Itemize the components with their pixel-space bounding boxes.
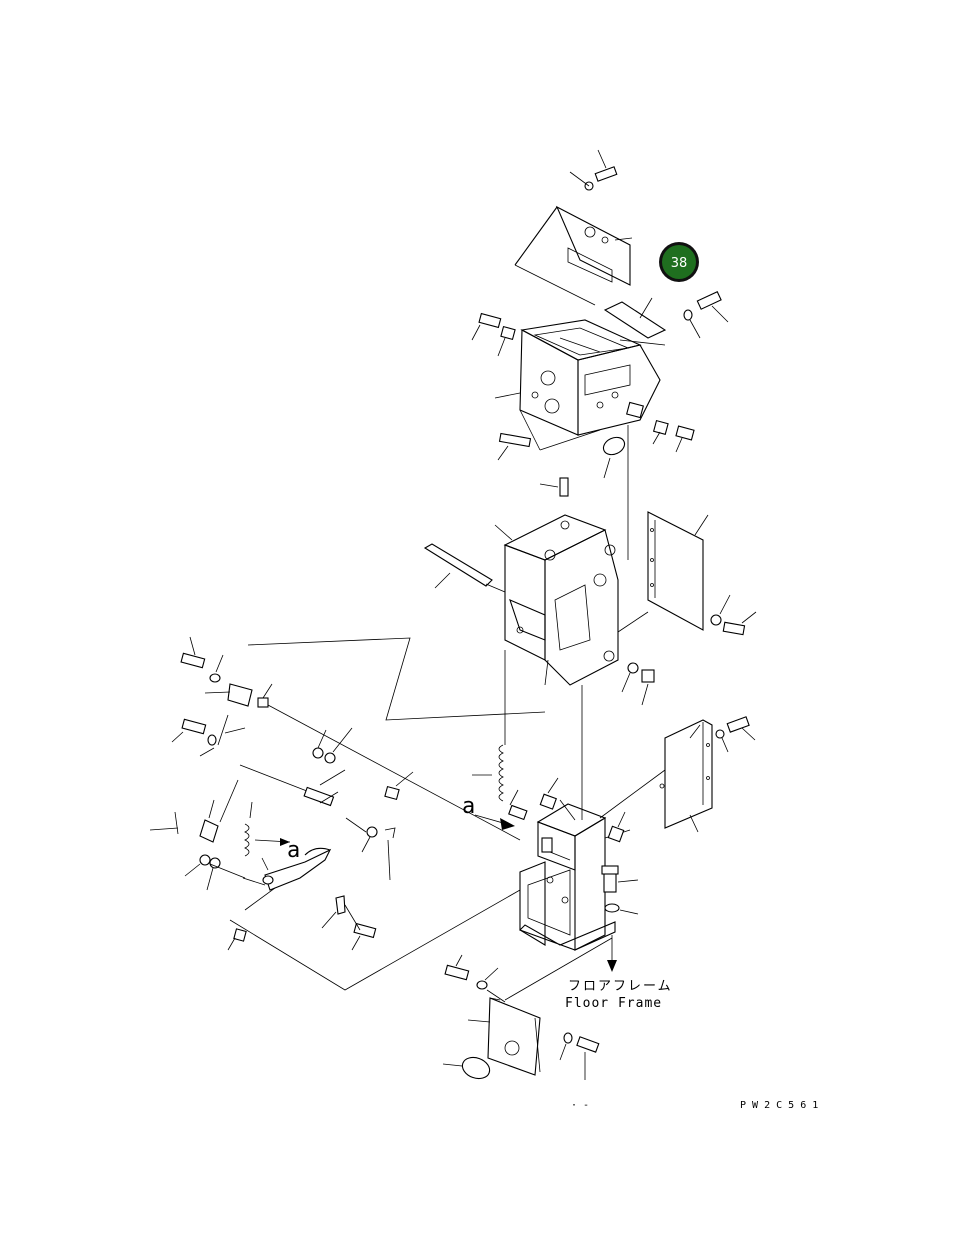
view-mark-left: a: [287, 838, 300, 863]
callout-badge: 38: [659, 242, 699, 282]
washers-low-left: [184, 854, 246, 891]
knob-upper: [602, 425, 629, 560]
top-cover-plate: [514, 205, 633, 306]
clevis-rod: [171, 714, 331, 801]
bottom-plate: [467, 937, 613, 1076]
pin-low-left: [321, 895, 377, 951]
spring-left: [244, 801, 291, 857]
bolt-lower-right: [601, 865, 639, 915]
turnbuckle: [303, 769, 346, 807]
middle-column: [494, 514, 619, 686]
bolt-upper-left: [471, 312, 516, 357]
view-mark-center: a: [462, 794, 475, 819]
floor-arrow: [607, 935, 617, 972]
lower-stand: [519, 799, 631, 951]
side-bracket-right: [617, 511, 709, 633]
upper-housing: [494, 319, 661, 451]
floor-frame-jp: フロアフレーム: [568, 979, 673, 994]
bolt-right-top: [683, 290, 729, 339]
floor-frame-en: Floor Frame: [565, 996, 662, 1011]
stud-upper: [497, 432, 532, 461]
bushing-low-left: [227, 928, 247, 951]
callout-number: 38: [671, 256, 688, 271]
bolt-left-top: [180, 636, 224, 683]
nut-mid: [621, 662, 655, 706]
bolt-top: [569, 149, 618, 191]
bolt-lower-bracket: [715, 716, 756, 753]
nut-left-mid: [345, 817, 396, 881]
pivot-bracket: [149, 779, 239, 843]
leader-lines: [229, 637, 583, 991]
long-shaft: [423, 543, 506, 593]
pins-lower: [508, 777, 626, 843]
footer-dots: · -: [571, 1100, 589, 1111]
spring-vertical: [472, 744, 504, 802]
bolt-bottom-left: [444, 954, 506, 1003]
pedal: [242, 847, 332, 911]
link-bracket: [204, 683, 521, 841]
washer-pair-left: [312, 727, 353, 764]
drawing-code: P W 2 C 5 6 1: [740, 1100, 818, 1111]
pin-top: [539, 477, 569, 497]
bushing-right: [626, 401, 695, 453]
bolt-bottom-right: [559, 1032, 600, 1080]
knob-bottom: [442, 1056, 491, 1080]
callout-fill: [662, 245, 696, 279]
gasket-plate: [603, 297, 667, 346]
side-bracket-lower: [599, 719, 713, 833]
view-arrow-center: [474, 814, 515, 830]
bushing-left: [384, 771, 414, 801]
bolt-right-mid: [710, 594, 757, 636]
